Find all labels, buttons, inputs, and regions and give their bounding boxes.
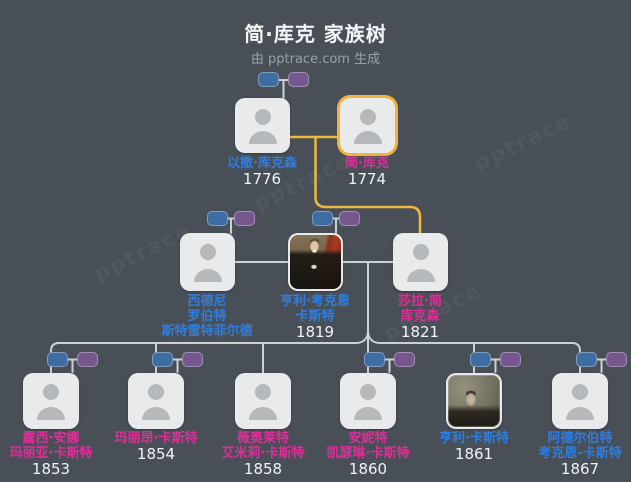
person-silhouette-icon xyxy=(193,269,222,282)
person-silhouette-icon xyxy=(248,131,277,144)
person-year: 1821 xyxy=(400,323,440,341)
person-silhouette-icon xyxy=(359,109,376,125)
person-year: 1819 xyxy=(295,323,335,341)
person-year: 1776 xyxy=(242,170,282,188)
person-name: 罗伯特 xyxy=(187,309,227,324)
person-silhouette-icon xyxy=(360,384,376,400)
collapsed-father-node[interactable] xyxy=(312,211,333,226)
person-label-sidney: 西德尼 罗伯特 斯特雷特菲尔德 xyxy=(161,294,252,339)
collapsed-mother-node[interactable] xyxy=(77,352,98,367)
person-label-lucy: 露西·安娜 玛丽亚·卡斯特 1853 xyxy=(10,431,93,478)
person-silhouette-icon xyxy=(254,109,271,125)
person-silhouette-icon xyxy=(142,407,170,420)
person-silhouette-icon xyxy=(148,384,164,400)
person-name: 薇奥莱特 xyxy=(236,431,290,446)
person-silhouette-icon xyxy=(249,407,277,420)
person-silhouette-icon xyxy=(354,407,382,420)
person-year: 1854 xyxy=(136,445,176,463)
person-label-henry: 亨利·卡斯特 1861 xyxy=(439,431,509,463)
collapsed-father-node[interactable] xyxy=(258,72,279,87)
person-silhouette-icon xyxy=(566,407,594,420)
person-year: 1853 xyxy=(31,460,71,478)
person-label-annette: 安妮特 凯瑟琳·卡斯特 1860 xyxy=(327,431,410,478)
person-card-lucy[interactable] xyxy=(23,373,79,429)
person-name: 以撒·库克森 xyxy=(227,156,297,171)
collapsed-father-node[interactable] xyxy=(152,352,173,367)
collapsed-mother-node[interactable] xyxy=(500,352,521,367)
person-name: 卡斯特 xyxy=(295,309,335,324)
person-card-sidney[interactable] xyxy=(180,233,235,291)
person-silhouette-icon xyxy=(412,244,429,260)
person-card-henry[interactable] xyxy=(446,373,502,429)
person-label-jane: 简·库克 1774 xyxy=(345,156,389,188)
person-silhouette-icon xyxy=(43,384,59,400)
portrait-painting-image xyxy=(290,235,341,289)
person-name: 玛丽昂·卡斯特 xyxy=(114,431,198,446)
collapsed-mother-node[interactable] xyxy=(288,72,309,87)
person-name: 阿德尔伯特 xyxy=(547,431,613,446)
person-card-jane[interactable] xyxy=(340,98,395,153)
person-year: 1858 xyxy=(243,460,283,478)
person-silhouette-icon xyxy=(572,384,588,400)
collapsed-mother-node[interactable] xyxy=(182,352,203,367)
person-silhouette-icon xyxy=(37,407,65,420)
person-card-isaac[interactable] xyxy=(235,98,290,153)
page-title: 简·库克 家族树 xyxy=(244,22,387,46)
person-label-violet: 薇奥莱特 艾米莉·卡斯特 1858 xyxy=(222,431,305,478)
person-name: 简·库克 xyxy=(345,156,389,171)
person-name: 斯特雷特菲尔德 xyxy=(161,324,253,339)
person-card-annette[interactable] xyxy=(340,373,396,429)
collapsed-father-node[interactable] xyxy=(364,352,385,367)
person-silhouette-icon xyxy=(353,131,382,144)
collapsed-mother-node[interactable] xyxy=(606,352,627,367)
person-card-violet[interactable] xyxy=(235,373,291,429)
person-name: 艾米莉·卡斯特 xyxy=(221,446,305,461)
person-name: 玛丽亚·卡斯特 xyxy=(9,446,93,461)
portrait-photo-image xyxy=(448,375,500,427)
person-card-marion[interactable] xyxy=(128,373,184,429)
person-name: 露西·安娜 xyxy=(22,431,80,446)
collapsed-mother-node[interactable] xyxy=(339,211,360,226)
person-card-adelbert[interactable] xyxy=(552,373,608,429)
collapsed-father-node[interactable] xyxy=(207,211,228,226)
page-subtitle: 由 pptrace.com 生成 xyxy=(250,52,381,67)
person-name: 考克恩-卡斯特 xyxy=(538,446,622,461)
person-name: 莎拉·简 xyxy=(398,294,442,309)
collapsed-mother-node[interactable] xyxy=(234,211,255,226)
person-name: 亨利·卡斯特 xyxy=(439,431,509,446)
person-silhouette-icon xyxy=(199,244,216,260)
person-card-sarah[interactable] xyxy=(393,233,448,291)
person-year: 1861 xyxy=(454,445,494,463)
collapsed-father-node[interactable] xyxy=(470,352,491,367)
person-label-marion: 玛丽昂·卡斯特 1854 xyxy=(115,431,198,463)
person-name: 安妮特 xyxy=(348,431,388,446)
person-label-adelbert: 阿德尔伯特 考克恩-卡斯特 1867 xyxy=(538,431,621,478)
person-name: 亨利·考克恩 xyxy=(280,294,350,309)
collapsed-mother-node[interactable] xyxy=(394,352,415,367)
person-year: 1867 xyxy=(560,460,600,478)
person-year: 1774 xyxy=(347,170,387,188)
person-name: 库克森 xyxy=(400,309,440,324)
person-silhouette-icon xyxy=(406,269,435,282)
person-label-sarah: 莎拉·简 库克森 1821 xyxy=(398,294,442,341)
collapsed-father-node[interactable] xyxy=(576,352,597,367)
person-name: 凯瑟琳·卡斯特 xyxy=(326,446,410,461)
person-label-henry-cockayne: 亨利·考克恩 卡斯特 1819 xyxy=(280,294,350,341)
highlight-lineage-path xyxy=(288,135,422,235)
person-year: 1860 xyxy=(348,460,388,478)
person-label-isaac: 以撒·库克森 1776 xyxy=(227,156,297,188)
person-silhouette-icon xyxy=(255,384,271,400)
collapsed-father-node[interactable] xyxy=(47,352,68,367)
person-name: 西德尼 xyxy=(187,294,227,309)
person-card-henry-cockayne[interactable] xyxy=(288,233,343,291)
